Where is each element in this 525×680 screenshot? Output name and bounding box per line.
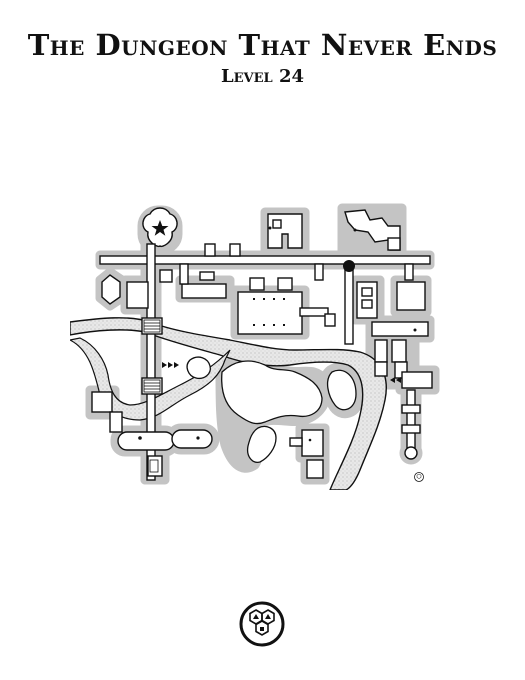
map-details bbox=[138, 220, 417, 473]
black-pit bbox=[343, 260, 355, 272]
honeycomb-logo-icon bbox=[414, 472, 424, 482]
page-title: The Dungeon That Never Ends bbox=[27, 28, 498, 62]
honeycomb-badge-icon bbox=[239, 601, 285, 647]
dungeon-map bbox=[70, 200, 455, 490]
dungeon-structures bbox=[91, 207, 433, 481]
caverns bbox=[186, 356, 357, 463]
level-subtitle: Level 24 bbox=[220, 66, 305, 87]
star-marker bbox=[151, 220, 169, 236]
